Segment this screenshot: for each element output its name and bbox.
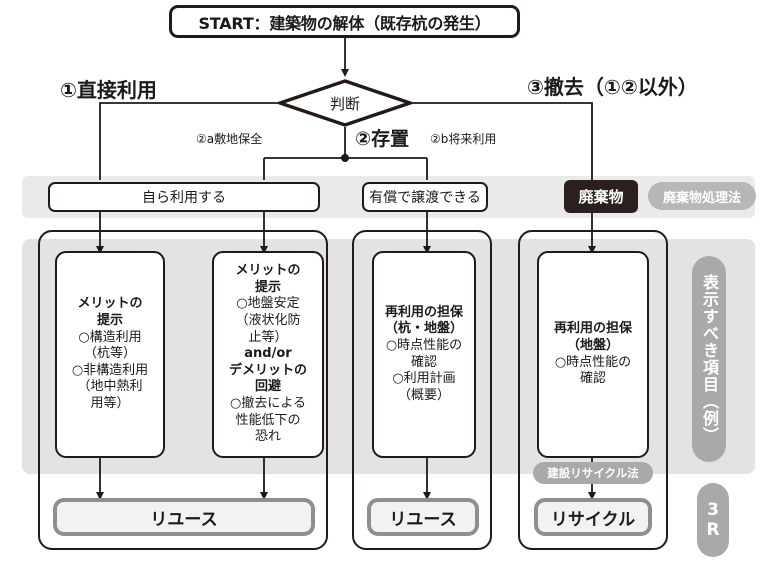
detail-line: （概要） (397, 387, 450, 403)
junction-dot (341, 154, 349, 162)
result-box-recycle: リサイクル (534, 498, 652, 536)
badge-waste: 廃棄物 (564, 180, 638, 213)
badge-construction-recycle-law-label: 建設リサイクル法 (547, 466, 639, 480)
detail-line: （杭・地盤） (384, 321, 463, 337)
route-label-removal: ③撤去（①②以外） (527, 75, 698, 99)
result-box-reuse-retention: リユース (367, 498, 479, 536)
badge-waste-label: 廃棄物 (578, 188, 624, 206)
result-box-reuse-direct-label: リユース (150, 509, 218, 530)
detail-line: 提示 (254, 279, 281, 295)
box-paid-transfer-label: 有償で譲渡できる (369, 190, 481, 206)
badge-waste-management-law-label: 廃棄物処理法 (662, 190, 741, 206)
result-box-recycle-label: リサイクル (550, 509, 636, 530)
badge-display-items-label: 表示すべき項目（例） (700, 274, 719, 444)
start-box: START：建築物の解体（既存杭の発生） (169, 5, 520, 38)
detail-line: デメリットの (228, 362, 307, 378)
box-self-use-label: 自ら利用する (142, 190, 226, 206)
column-container-retention (352, 230, 492, 550)
route-label-direct-use: ①直接利用 (60, 78, 157, 102)
route-label-future-use: ②b将来利用 (430, 132, 497, 146)
detail-line: 確認 (410, 354, 437, 370)
detail-line: 確認 (579, 371, 606, 387)
badge-3r-label: 3R (703, 500, 723, 540)
box-self-use: 自ら利用する (48, 182, 320, 212)
detail-box-reuse-assurance-ground: 再利用の担保（地盤）○時点性能の確認 (537, 251, 649, 458)
column-container-removal (518, 230, 668, 550)
column-container-direct-use (38, 230, 328, 550)
detail-line: 性能低下の (235, 412, 301, 428)
detail-line: 再利用の担保 (384, 304, 463, 320)
badge-3r: 3R (697, 483, 729, 557)
result-box-reuse-direct: リユース (53, 498, 315, 536)
detail-line: メリットの (235, 263, 301, 279)
route-label-retention: ②存置 (355, 128, 410, 150)
detail-line: （地中熱利 (77, 379, 143, 395)
box-paid-transfer: 有償で譲渡できる (362, 182, 488, 212)
start-box-label: START：建築物の解体（既存杭の発生） (198, 13, 491, 33)
detail-line: （杭等） (83, 346, 136, 362)
decision-label: 判断 (329, 94, 360, 113)
detail-line: 恐れ (254, 429, 281, 445)
detail-box-merit-structural: メリットの提示○構造利用（杭等）○非構造利用（地中熱利用等） (55, 251, 165, 458)
detail-box-reuse-assurance-pile-ground: 再利用の担保（杭・地盤）○時点性能の確認○利用計画（概要） (372, 251, 476, 458)
decision-diamond (278, 79, 412, 127)
result-box-reuse-retention-label: リユース (389, 509, 457, 530)
detail-line: 回避 (254, 379, 281, 395)
route-label-site-preservation: ②a敷地保全 (196, 132, 263, 146)
detail-line: （液状化防 (235, 312, 301, 328)
detail-line: ○地盤安定 (236, 296, 300, 312)
detail-line: ○構造利用 (78, 329, 142, 345)
detail-line: ○非構造利用 (71, 362, 149, 378)
detail-line: ○時点性能の (385, 337, 463, 353)
detail-line: and/or (244, 346, 292, 362)
detail-line: メリットの (77, 296, 143, 312)
detail-line: 再利用の担保 (553, 321, 632, 337)
detail-line: （地盤） (566, 337, 619, 353)
detail-line: 止等） (248, 329, 288, 345)
detail-line: ○時点性能の (554, 354, 632, 370)
detail-line: ○利用計画 (392, 371, 456, 387)
badge-display-items: 表示すべき項目（例） (692, 256, 726, 462)
detail-line: 提示 (96, 312, 123, 328)
badge-construction-recycle-law: 建設リサイクル法 (533, 462, 653, 484)
detail-line: 用等） (90, 396, 130, 412)
badge-waste-management-law: 廃棄物処理法 (648, 182, 756, 210)
detail-line: ○撤去による (230, 396, 306, 412)
